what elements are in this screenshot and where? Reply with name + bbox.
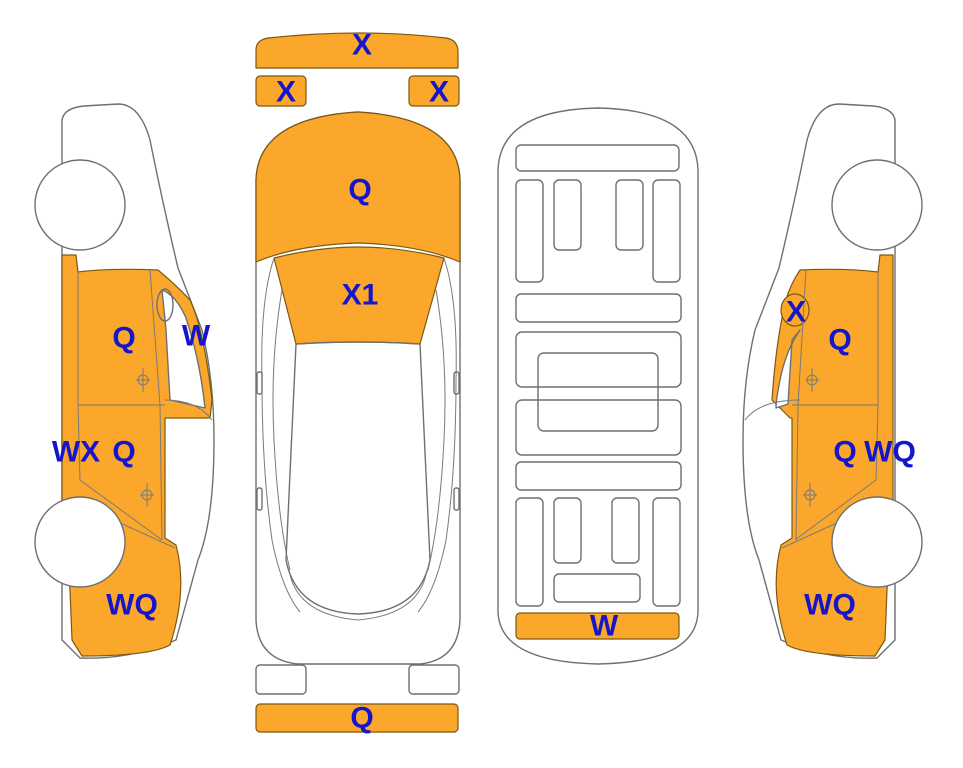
underside-rear-right-outer bbox=[652, 497, 681, 607]
left-door-seam-2 bbox=[77, 404, 163, 541]
label-left-rear-door: Q bbox=[112, 436, 135, 469]
underside-center-console-2 bbox=[515, 399, 682, 456]
underside-left-seat-inner bbox=[553, 179, 582, 251]
top-right-door-handle bbox=[453, 487, 460, 511]
label-right-rear-door: Q bbox=[833, 436, 856, 469]
top-view bbox=[255, 32, 461, 733]
roof bbox=[285, 341, 431, 615]
label-hood: Q bbox=[348, 174, 371, 207]
rear-bumper[interactable] bbox=[255, 703, 459, 733]
label-front-bumper: X bbox=[352, 29, 372, 62]
label-right-mirror: X bbox=[786, 296, 806, 329]
right-side-glass-line bbox=[744, 399, 801, 421]
top-right-inner-window bbox=[427, 289, 446, 571]
underside-body bbox=[497, 107, 699, 665]
left-front-door-handle-knob bbox=[137, 374, 149, 386]
left-rear-wheel bbox=[34, 496, 126, 588]
headlight-left[interactable] bbox=[255, 75, 307, 107]
right-door-seam-2 bbox=[794, 404, 879, 541]
label-headlight-right: X bbox=[429, 76, 449, 109]
left-door-seam-3 bbox=[149, 269, 163, 541]
underside-center-box bbox=[537, 352, 659, 432]
underside-view bbox=[497, 107, 699, 665]
taillight-left bbox=[255, 664, 307, 695]
label-left-front-door: Q bbox=[112, 322, 135, 355]
label-headlight-left: X bbox=[276, 76, 296, 109]
right-side-rear-window bbox=[775, 329, 801, 409]
trunk-panel[interactable] bbox=[515, 612, 680, 640]
label-left-rocker: WX bbox=[52, 436, 100, 469]
top-left-mirror bbox=[256, 371, 263, 395]
top-left-inner-window bbox=[272, 289, 291, 571]
label-trunk-panel: W bbox=[590, 610, 619, 643]
damage-code-labels: X X X Q X1 Q W WX Q WQ W Q X Q Q WQ WQ bbox=[52, 29, 916, 735]
underside-right-seat-outer bbox=[652, 179, 681, 283]
underside-rear-left-inner bbox=[553, 497, 582, 564]
right-door-seam-3 bbox=[795, 269, 807, 541]
underside-front-panel bbox=[515, 144, 680, 172]
right-rear-wheel bbox=[831, 496, 923, 588]
label-windshield: X1 bbox=[342, 279, 379, 312]
hood[interactable] bbox=[255, 111, 461, 263]
front-bumper[interactable] bbox=[255, 32, 459, 69]
taillight-right bbox=[408, 664, 460, 695]
underside-mid-panel-1 bbox=[515, 293, 682, 323]
underside-rear-center bbox=[553, 573, 641, 603]
underside-right-seat-inner bbox=[615, 179, 644, 251]
underside-mid-panel-2 bbox=[515, 461, 682, 491]
underside-left-seat-outer bbox=[515, 179, 544, 283]
right-mirror[interactable] bbox=[780, 293, 810, 327]
right-rear-door-handle-knob bbox=[804, 489, 816, 501]
right-front-door-handle-knob bbox=[806, 374, 818, 386]
label-left-a-pillar: W bbox=[182, 320, 211, 353]
rear-window bbox=[289, 574, 427, 621]
label-left-rear-quarter: WQ bbox=[106, 589, 158, 622]
top-left-side-window bbox=[261, 257, 301, 613]
left-side-view bbox=[34, 103, 215, 659]
left-mirror bbox=[156, 288, 174, 322]
top-right-side-window bbox=[417, 257, 457, 613]
top-left-door-handle bbox=[256, 487, 263, 511]
label-rear-bumper: Q bbox=[350, 702, 373, 735]
label-right-front-door: Q bbox=[828, 324, 851, 357]
label-right-rocker: WQ bbox=[864, 436, 916, 469]
underside-rear-left-outer bbox=[515, 497, 544, 607]
underside-center-console bbox=[515, 331, 682, 388]
underside-rear-right-inner bbox=[611, 497, 640, 564]
right-front-wheel bbox=[831, 159, 923, 251]
top-right-mirror bbox=[453, 371, 460, 395]
left-side-glass-line bbox=[164, 399, 213, 421]
right-side-view bbox=[164, 103, 923, 659]
label-right-rear-quarter: WQ bbox=[804, 589, 856, 622]
left-rear-door-handle-knob bbox=[141, 489, 153, 501]
headlight-right[interactable] bbox=[408, 75, 460, 107]
left-front-wheel bbox=[34, 159, 126, 251]
